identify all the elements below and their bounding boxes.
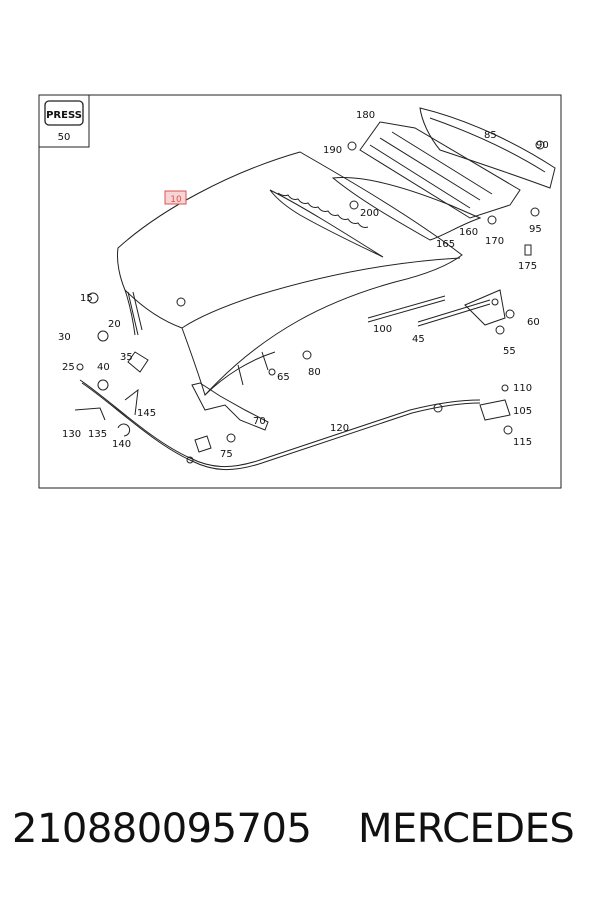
label-75: 75 <box>220 449 233 460</box>
footer: 210880095705 MERCEDES <box>0 800 600 870</box>
label-115: 115 <box>513 437 532 448</box>
label-70: 70 <box>253 416 266 427</box>
label-95: 95 <box>529 224 542 235</box>
label-135: 135 <box>88 429 107 440</box>
press-box: PRESS 50 <box>38 94 90 148</box>
label-160: 160 <box>459 227 478 238</box>
label-190: 190 <box>323 145 342 156</box>
release-cable <box>79 379 481 471</box>
label-10: 10 <box>170 195 182 205</box>
press-box-number: 50 <box>58 132 71 143</box>
label-90: 90 <box>536 140 549 151</box>
label-80: 80 <box>308 367 321 378</box>
label-20: 20 <box>108 319 121 330</box>
label-15: 15 <box>80 293 93 304</box>
label-100: 100 <box>373 324 392 335</box>
part-10-highlight <box>164 190 187 205</box>
label-130: 130 <box>62 429 81 440</box>
label-60: 60 <box>527 317 540 328</box>
label-30: 30 <box>58 332 71 343</box>
label-105: 105 <box>513 406 532 417</box>
label-145: 145 <box>137 408 156 419</box>
cowl-drawing <box>331 107 556 241</box>
label-40: 40 <box>97 362 110 373</box>
label-175: 175 <box>518 261 537 272</box>
label-45: 45 <box>412 334 425 345</box>
footer-brand: MERCEDES <box>358 806 575 852</box>
parts-diagram: PRESS 50 <box>38 94 562 489</box>
label-165: 165 <box>436 239 455 250</box>
label-170: 170 <box>485 236 504 247</box>
label-25: 25 <box>62 362 75 373</box>
label-85: 85 <box>484 130 497 141</box>
hood-drawing <box>117 151 463 396</box>
label-35: 35 <box>120 352 133 363</box>
label-180: 180 <box>356 110 375 121</box>
label-110: 110 <box>513 383 532 394</box>
strut-drawing <box>367 289 506 327</box>
label-140: 140 <box>112 439 131 450</box>
label-120: 120 <box>330 423 349 434</box>
press-box-title: PRESS <box>46 110 82 121</box>
part-labels: 10 15 20 30 35 25 40 145 130 135 140 70 … <box>58 110 549 460</box>
label-55: 55 <box>503 346 516 357</box>
label-65: 65 <box>277 372 290 383</box>
diagram-frame <box>38 94 562 489</box>
small-parts-drawing <box>74 140 545 453</box>
label-200: 200 <box>360 208 379 219</box>
footer-part-number: 210880095705 <box>12 806 312 852</box>
